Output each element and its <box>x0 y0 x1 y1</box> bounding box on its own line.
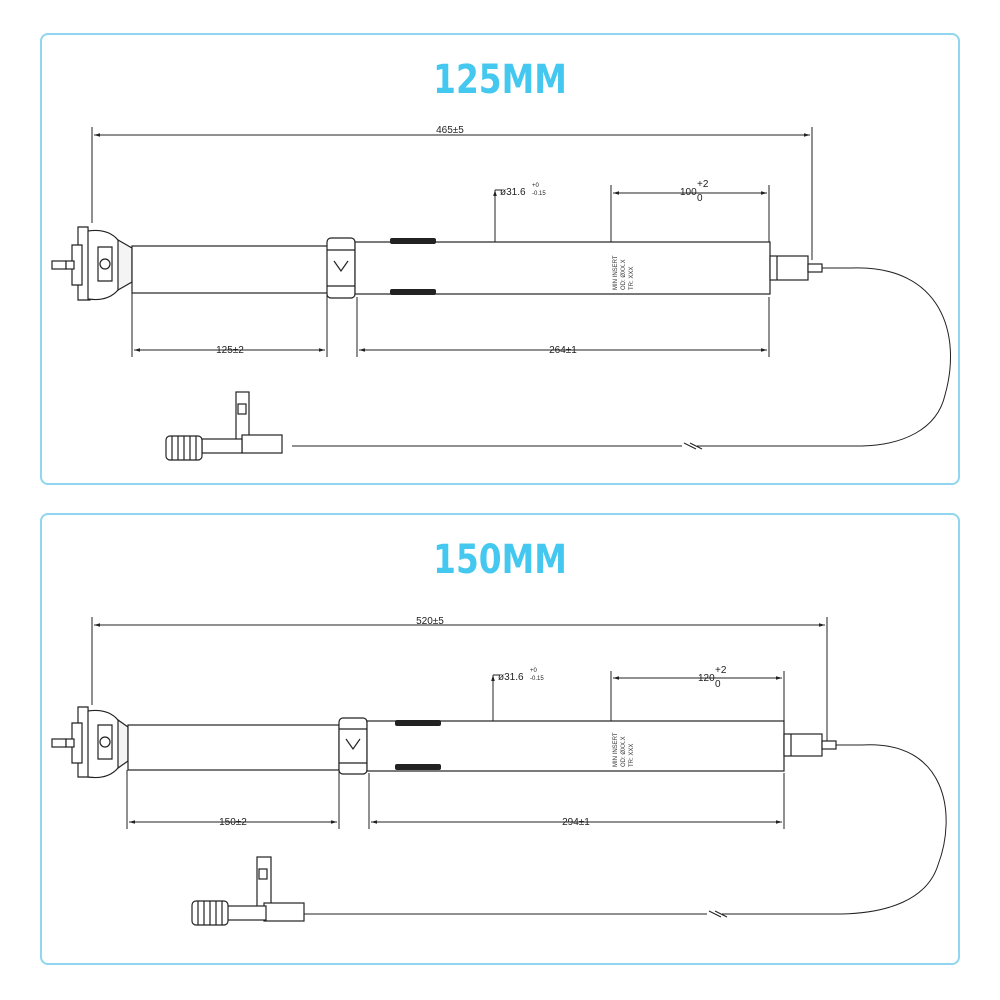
travel-label: 150±2 <box>219 817 247 828</box>
insert-depth-label: 100 <box>680 187 697 198</box>
brand-marks <box>395 720 441 770</box>
tube-length-dimension <box>368 773 785 829</box>
svg-text:TR: XXX: TR: XXX <box>629 267 635 290</box>
overall-length-label: 465±5 <box>436 125 464 136</box>
insert-depth-dimension <box>610 185 770 245</box>
panel-title: 125MM <box>433 57 567 103</box>
saddle-clamp <box>51 226 133 301</box>
tube-length-label: 264±1 <box>549 345 577 356</box>
diameter-tol-upper: +0 <box>530 668 538 674</box>
overall-length-dimension <box>91 617 828 743</box>
insert-depth-label: 120 <box>698 673 715 684</box>
stanchion <box>127 724 340 771</box>
insert-tol-lower: 0 <box>697 193 703 204</box>
insert-tol-upper: +2 <box>715 665 727 676</box>
insert-tol-lower: 0 <box>715 679 721 690</box>
dropper-post-drawing: 520±5 ø31.6 +0 -0.15 120 +2 0 150±2 294±… <box>51 616 947 926</box>
lower-tube <box>366 720 785 772</box>
diagram-panel-150mm: 150MM <box>40 513 960 965</box>
actuator <box>783 733 837 757</box>
seatpost <box>51 706 837 779</box>
collar <box>326 237 356 299</box>
cable <box>292 267 951 450</box>
dropper-post-drawing: 465±5 ø31.6 +0 -0.15 100 +2 0 125±2 264±… <box>51 125 951 461</box>
tube-length-dimension <box>356 297 770 357</box>
remote-lever <box>165 391 283 461</box>
diameter-tol-lower: -0.15 <box>530 676 544 682</box>
travel-dimension <box>126 770 340 829</box>
actuator <box>769 255 823 281</box>
saddle-clamp <box>51 706 129 779</box>
lower-tube <box>354 241 771 295</box>
brand-marks <box>390 238 436 295</box>
cable <box>304 744 947 918</box>
diagram-panel-125mm: 125MM <box>40 33 960 485</box>
panel-title: 150MM <box>433 537 567 583</box>
travel-label: 125±2 <box>216 345 244 356</box>
tube-marking: MIN INSERT OD: ØXX.X TR: XXX <box>613 255 635 290</box>
stanchion <box>131 245 329 294</box>
insert-tol-upper: +2 <box>697 179 709 190</box>
overall-length-dimension <box>91 127 813 260</box>
collar <box>338 717 368 775</box>
diameter-label: ø31.6 <box>500 187 526 198</box>
seatpost <box>51 226 823 301</box>
overall-length-label: 520±5 <box>416 616 444 627</box>
svg-text:TR: XXX: TR: XXX <box>629 744 635 767</box>
diameter-tol-lower: -0.15 <box>532 191 546 197</box>
diameter-tol-upper: +0 <box>532 183 540 189</box>
svg-text:MIN INSERT: MIN INSERT <box>613 255 619 290</box>
svg-text:OD: ØXX.X: OD: ØXX.X <box>621 736 627 767</box>
insert-depth-dimension <box>610 671 785 727</box>
diameter-label: ø31.6 <box>498 672 524 683</box>
svg-text:MIN INSERT: MIN INSERT <box>613 732 619 767</box>
travel-dimension <box>131 293 328 357</box>
tube-marking: MIN INSERT OD: ØXX.X TR: XXX <box>613 732 635 767</box>
remote-lever <box>191 856 305 926</box>
tube-length-label: 294±1 <box>562 817 590 828</box>
svg-text:OD: ØXX.X: OD: ØXX.X <box>621 259 627 290</box>
